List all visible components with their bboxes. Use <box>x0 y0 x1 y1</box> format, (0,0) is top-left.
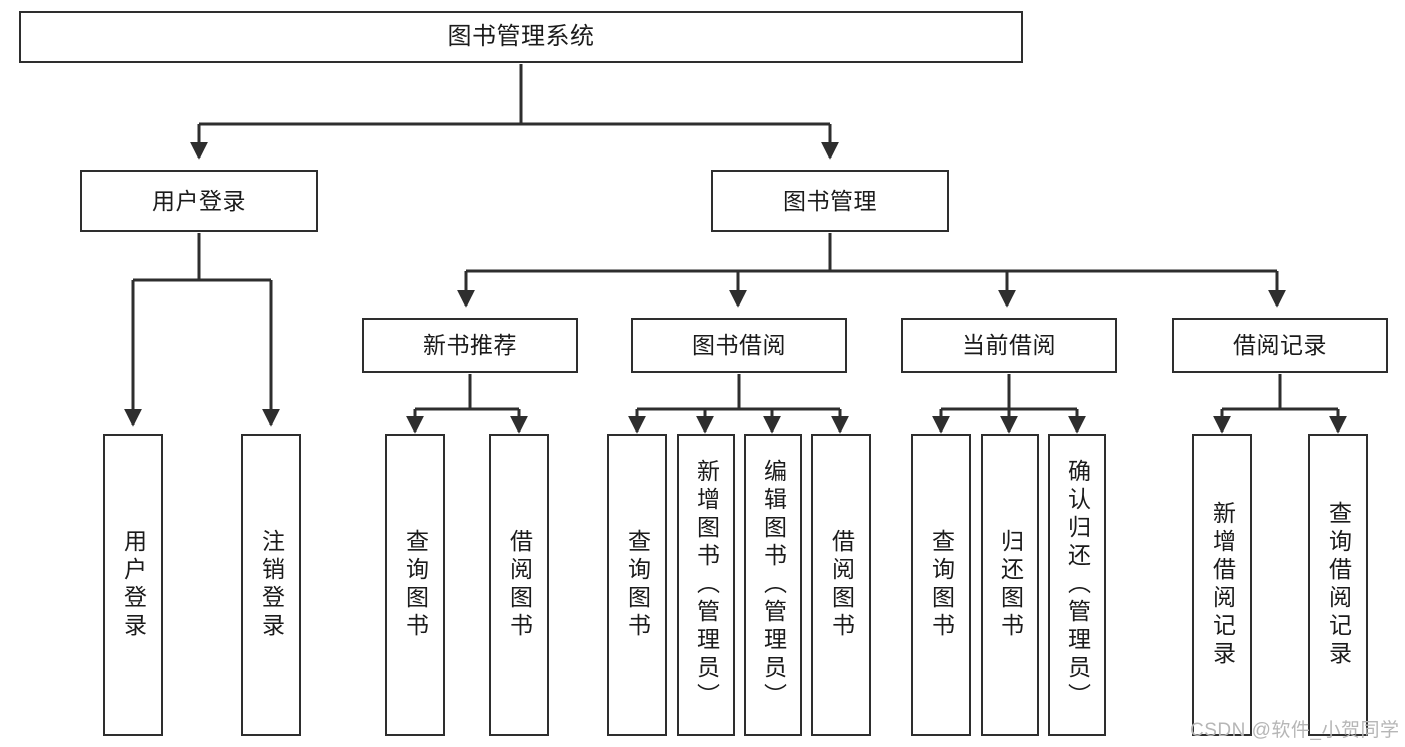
csdn-watermark: CSDN @软件_小贺同学 <box>1190 720 1400 741</box>
node-label: 图书管理系统 <box>447 23 595 51</box>
node-label: 图书借阅 <box>692 332 786 359</box>
node-label: 借阅图书 <box>828 529 855 641</box>
leaf-borrow-book-recommend[interactable]: 借阅图书 <box>489 434 549 736</box>
leaf-query-book-borrow[interactable]: 查询图书 <box>607 434 667 736</box>
leaf-return-book[interactable]: 归还图书 <box>981 434 1039 736</box>
leaf-query-book-current[interactable]: 查询图书 <box>911 434 971 736</box>
leaf-add-book-admin[interactable]: 新增图书（管理员） <box>677 434 735 736</box>
node-label: 借阅图书 <box>506 529 533 641</box>
node-book-borrow[interactable]: 图书借阅 <box>631 318 847 373</box>
node-book-management[interactable]: 图书管理 <box>711 170 949 232</box>
node-label: 确认归还（管理员） <box>1064 459 1091 711</box>
node-current-borrow[interactable]: 当前借阅 <box>901 318 1117 373</box>
leaf-query-book-recommend[interactable]: 查询图书 <box>385 434 445 736</box>
leaf-add-borrow-record[interactable]: 新增借阅记录 <box>1192 434 1252 736</box>
node-label: 新增图书（管理员） <box>693 459 720 711</box>
leaf-user-login[interactable]: 用户登录 <box>103 434 163 736</box>
node-label: 查询图书 <box>928 529 955 641</box>
node-borrow-record[interactable]: 借阅记录 <box>1172 318 1388 373</box>
leaf-confirm-return-admin[interactable]: 确认归还（管理员） <box>1048 434 1106 736</box>
node-label: 借阅记录 <box>1233 332 1327 359</box>
node-new-book-recommend[interactable]: 新书推荐 <box>362 318 578 373</box>
node-label: 查询借阅记录 <box>1325 501 1352 669</box>
node-user-login[interactable]: 用户登录 <box>80 170 318 232</box>
node-label: 用户登录 <box>120 529 147 641</box>
node-label: 当前借阅 <box>962 332 1056 359</box>
node-label: 查询图书 <box>624 529 651 641</box>
node-label: 查询图书 <box>402 529 429 641</box>
node-label: 注销登录 <box>258 529 285 641</box>
node-label: 新书推荐 <box>423 332 517 359</box>
node-root-system[interactable]: 图书管理系统 <box>19 11 1023 63</box>
leaf-logout[interactable]: 注销登录 <box>241 434 301 736</box>
node-label: 编辑图书（管理员） <box>760 459 787 711</box>
leaf-query-borrow-record[interactable]: 查询借阅记录 <box>1308 434 1368 736</box>
node-label: 新增借阅记录 <box>1209 501 1236 669</box>
leaf-edit-book-admin[interactable]: 编辑图书（管理员） <box>744 434 802 736</box>
node-label: 归还图书 <box>997 529 1024 641</box>
node-label: 图书管理 <box>783 187 877 214</box>
node-label: 用户登录 <box>152 187 246 214</box>
leaf-borrow-book[interactable]: 借阅图书 <box>811 434 871 736</box>
